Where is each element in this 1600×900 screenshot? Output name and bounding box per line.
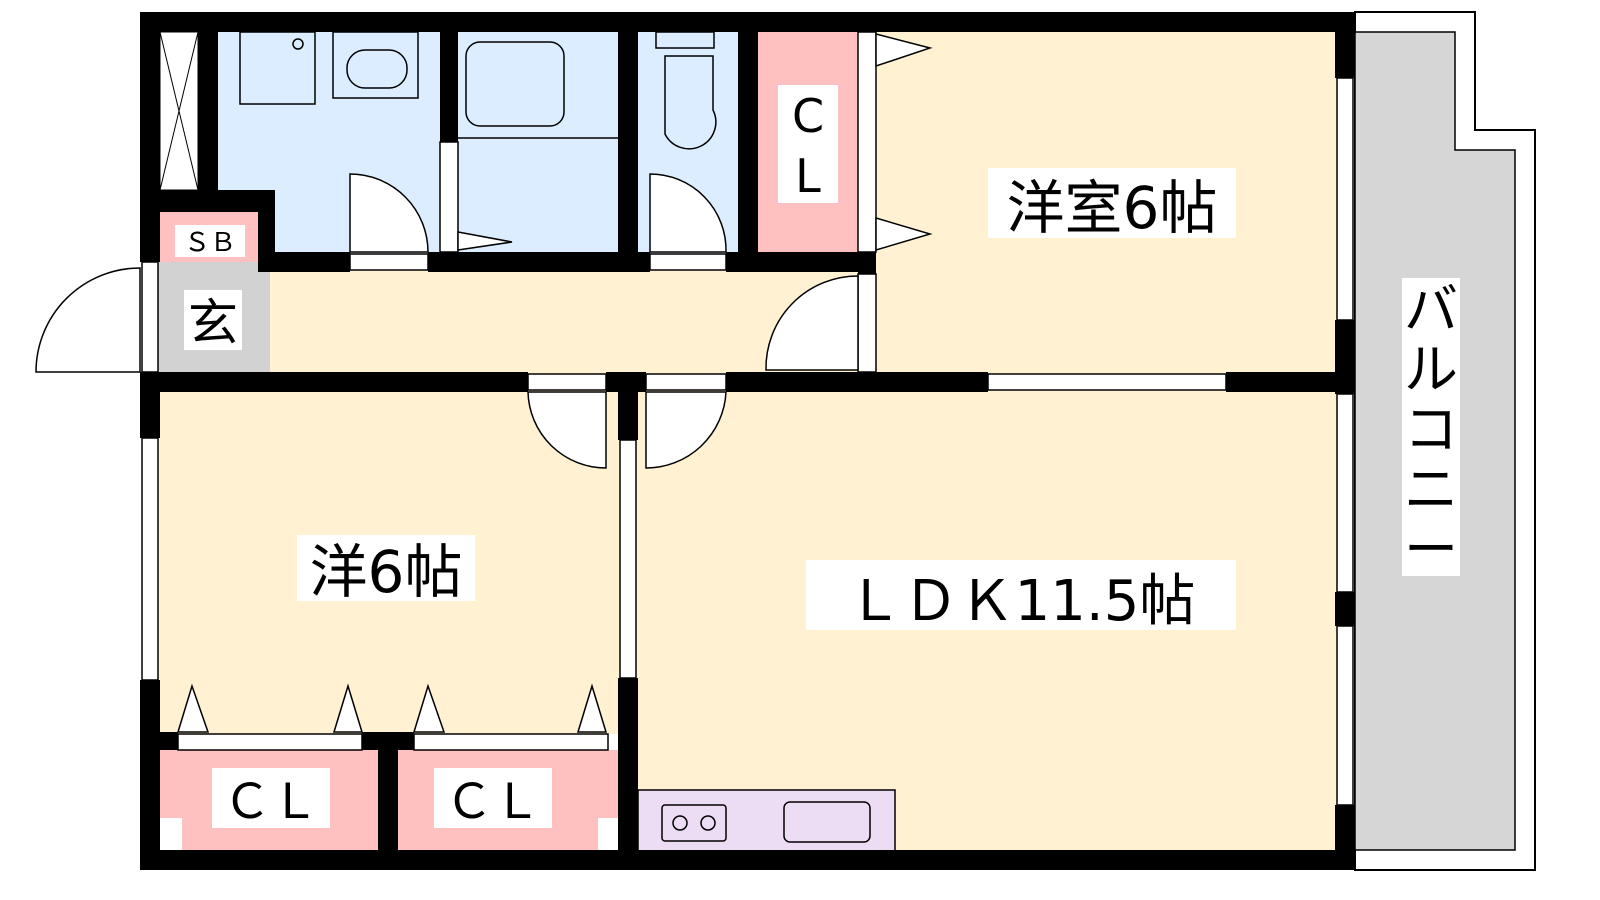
closet-middle-label: ＣＬ bbox=[445, 774, 541, 830]
svg-text:コ: コ bbox=[1404, 398, 1458, 461]
entrance-label: 玄 bbox=[188, 294, 238, 352]
closet-top-label-l: L bbox=[795, 149, 821, 203]
svg-text:ル: ル bbox=[1404, 338, 1458, 401]
balcony-label: バ ル コ ニ ー bbox=[1404, 278, 1458, 581]
bathroom bbox=[458, 32, 620, 254]
svg-text:バ: バ bbox=[1404, 278, 1458, 341]
closet-top-label-c: C bbox=[792, 89, 824, 143]
walls bbox=[140, 12, 1355, 870]
closet-left-label: ＣＬ bbox=[223, 774, 319, 830]
western-room-left-label: 洋6帖 bbox=[310, 538, 463, 606]
svg-text:ニ: ニ bbox=[1404, 458, 1458, 521]
ldk-label: ＬＤＫ11.5帖 bbox=[847, 569, 1196, 634]
svg-text:ー: ー bbox=[1404, 518, 1458, 581]
fixtures bbox=[239, 31, 871, 843]
shoe-box-label: ＳＢ bbox=[184, 228, 236, 258]
storage bbox=[159, 31, 199, 191]
openings bbox=[35, 31, 1354, 806]
western-room-top-label: 洋室6帖 bbox=[1007, 174, 1218, 242]
